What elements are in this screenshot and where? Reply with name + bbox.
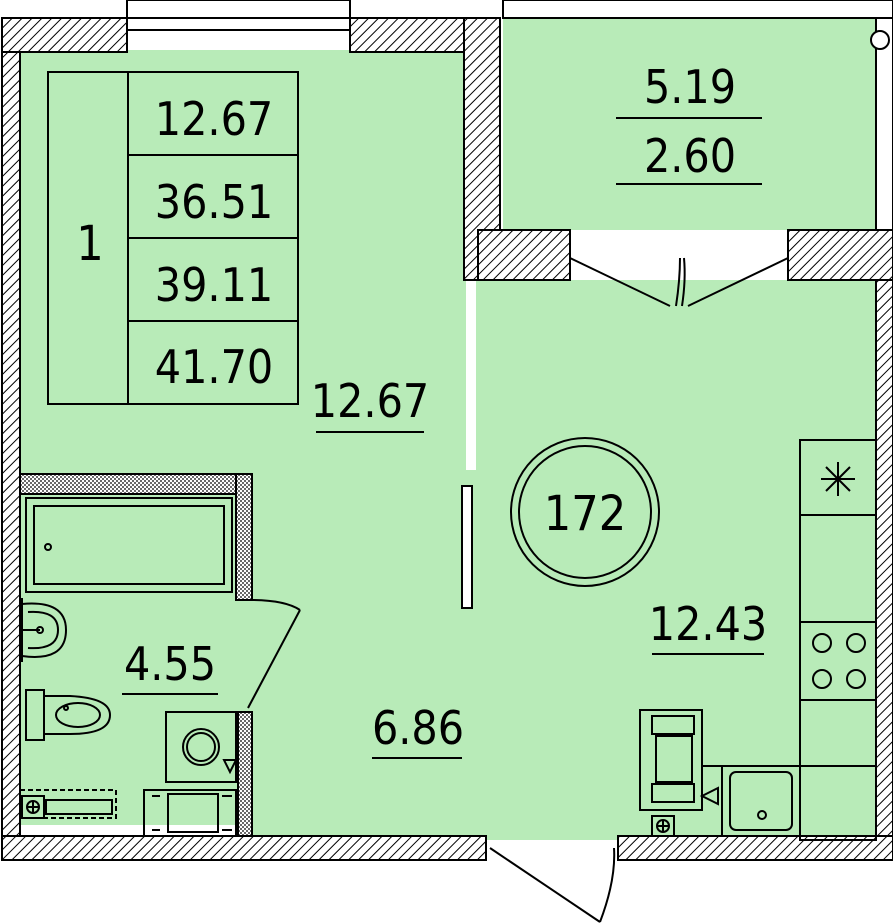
hob-icon [812, 633, 866, 689]
outer-wall-bottom-left [1, 835, 487, 861]
riser-icon [651, 815, 675, 837]
windows [126, 0, 893, 231]
bathroom-area-label: 4.55 [124, 637, 216, 691]
outer-wall-right [875, 279, 893, 861]
toilet-icon [25, 689, 112, 741]
window-balcony [502, 0, 893, 19]
balcony-reduced-area-label: 2.60 [644, 129, 736, 183]
doors [247, 257, 789, 923]
window-balcony-side [875, 17, 893, 231]
balcony-area-label: 5.19 [644, 60, 736, 114]
apartment-number-badge: 172 [510, 437, 660, 587]
bathtub-icon [25, 497, 233, 593]
exhaust-fan-icon [821, 462, 855, 496]
summary-total-area: 36.51 [155, 175, 273, 229]
bathroom-wall-right [235, 473, 253, 601]
rooms-count: 1 [76, 216, 103, 272]
summary-area-with-balcony-reduced: 39.11 [155, 258, 273, 312]
summary-living-area: 12.67 [155, 92, 273, 146]
summary-area-with-balcony: 41.70 [155, 340, 273, 394]
living-room-floor [20, 50, 466, 490]
kitchen-floor [476, 280, 876, 840]
hallway-area-label: 6.86 [372, 701, 464, 755]
apartment-number: 172 [544, 486, 626, 542]
balcony-wall-bottom-right [787, 229, 893, 281]
kitchen-area-label: 12.43 [649, 597, 767, 651]
sink-icon [721, 765, 801, 837]
living-room-area-label: 12.67 [311, 374, 429, 428]
bathroom-riser-icon [19, 789, 117, 819]
outer-wall-left [1, 17, 21, 861]
bathroom-floor [20, 495, 250, 825]
balcony-wall-bottom-left [477, 229, 571, 281]
walls [1, 17, 893, 861]
washbasin-icon [21, 598, 68, 662]
bathroom-wall-top [19, 473, 253, 495]
floor-areas [20, 18, 880, 840]
kitchen-counter [799, 439, 877, 841]
balcony-door-hinge [870, 30, 890, 50]
washing-machine-icon [165, 711, 238, 783]
hallway-floor [250, 470, 486, 836]
partition-post [461, 485, 473, 609]
summary-table [47, 71, 299, 405]
boiler-icon [639, 709, 722, 811]
outer-wall-top-left [1, 17, 128, 53]
boiler-small-icon [143, 789, 237, 837]
bathroom-wall-right-lower [237, 711, 253, 837]
window-top [126, 0, 351, 31]
balcony-floor [503, 18, 880, 230]
